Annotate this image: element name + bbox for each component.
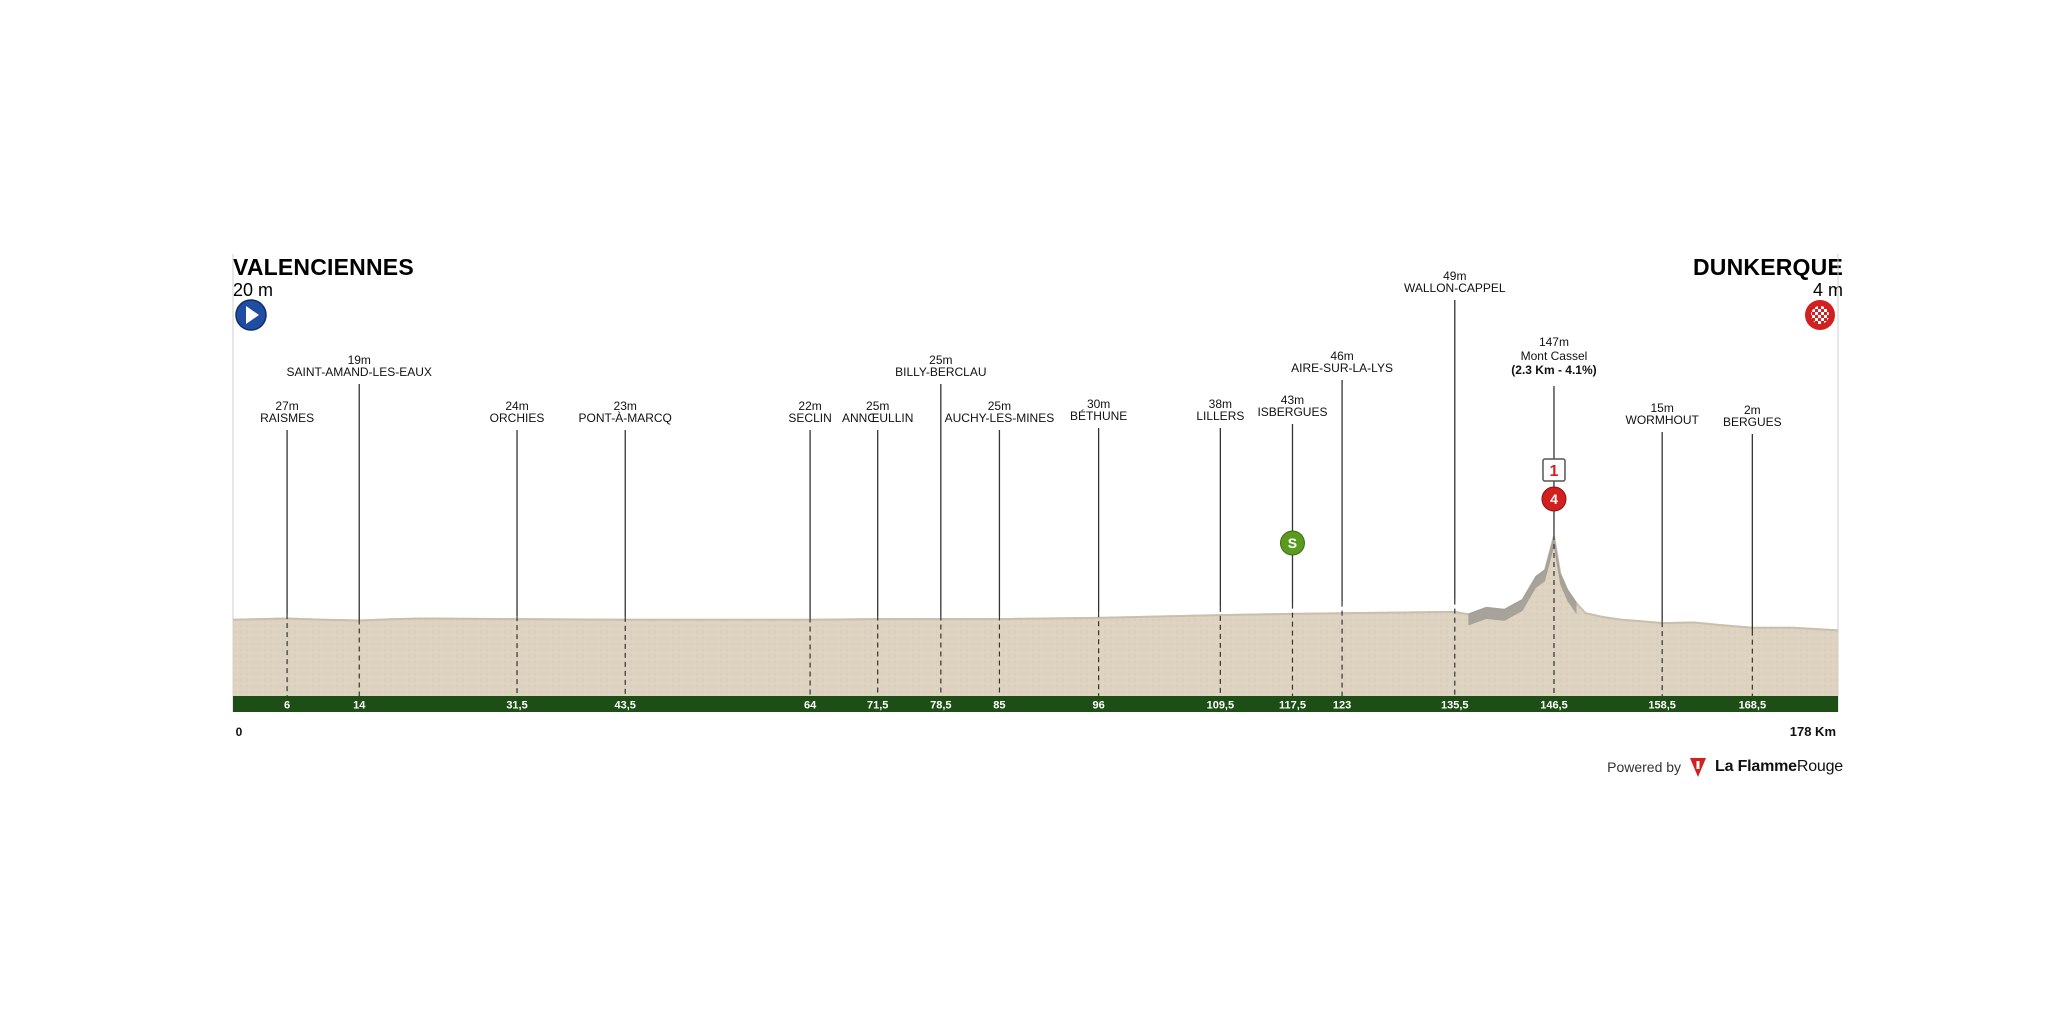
waypoint-altitude: 46m: [1330, 349, 1353, 363]
waypoint-altitude: 19m: [348, 353, 371, 367]
km-bar: [233, 696, 1838, 712]
km-tick-label: 96: [1092, 700, 1104, 712]
play-icon: [235, 299, 267, 331]
start-altitude: 20 m: [233, 280, 274, 300]
waypoint-altitude: 38m: [1209, 397, 1232, 411]
climb-shade: [1468, 534, 1577, 626]
terrain-area: [233, 534, 1838, 712]
waypoint-altitude: 25m: [929, 353, 952, 367]
waypoint-altitude: 43m: [1281, 393, 1304, 407]
waypoint-detail: (2.3 Km - 4.1%): [1511, 363, 1596, 377]
start-icon-triangle: [246, 306, 259, 324]
sprint-marker-circle: [1279, 530, 1305, 556]
axis-start-label: 0: [236, 725, 243, 739]
brand-name-light: Rouge: [1796, 758, 1843, 775]
waypoint-altitude: 25m: [988, 399, 1011, 413]
km-tick-label: 135,5: [1441, 700, 1469, 712]
waypoint-name: AUCHY-LES-MINES: [945, 411, 1055, 425]
waypoint-name: ISBERGUES: [1257, 405, 1327, 419]
km-tick-label: 158,5: [1648, 700, 1676, 712]
waypoint-name: WORMHOUT: [1626, 413, 1700, 427]
checkered-flag-icon: [1805, 300, 1835, 330]
km-tick-label: 64: [804, 700, 817, 712]
km-tick-label: 85: [993, 700, 1005, 712]
km-tick-label: 43,5: [615, 700, 636, 712]
start-city: VALENCIENNES: [233, 254, 414, 280]
waypoint-altitude: 22m: [798, 399, 821, 413]
kom-count-badge: 1: [1542, 458, 1566, 482]
waypoint-name: SAINT-AMAND-LES-EAUX: [287, 365, 432, 379]
waypoint-name: ORCHIES: [490, 411, 545, 425]
waypoint-name: AIRE-SUR-LA-LYS: [1291, 361, 1393, 375]
brand-name: La FlammeRouge: [1715, 758, 1843, 776]
waypoint-altitude: 24m: [505, 399, 528, 413]
km-tick-label: 168,5: [1739, 700, 1767, 712]
waypoint-altitude: 49m: [1443, 269, 1466, 283]
kom-marker-label: 4: [1550, 491, 1558, 507]
kom-count-label: 1: [1550, 463, 1559, 480]
finish-city: DUNKERQUE: [1692, 254, 1843, 280]
km-tick-label: 123: [1333, 700, 1351, 712]
kom-count-box: [1542, 458, 1566, 482]
powered-by-label: Powered by: [1607, 759, 1682, 775]
waypoint-altitude: 2m: [1744, 403, 1761, 417]
km-tick-label: 6: [284, 700, 290, 712]
waypoint-name: BÉTHUNE: [1070, 408, 1127, 423]
kom-marker-circle: [1541, 486, 1567, 512]
km-tick-label: 146,5: [1540, 700, 1568, 712]
waypoint-altitude: 27m: [275, 399, 298, 413]
waypoint-altitude: 25m: [866, 399, 889, 413]
km-tick-label: 14: [353, 700, 366, 712]
waypoint-altitude: 147m: [1539, 335, 1569, 349]
powered-by: Powered by La FlammeRouge: [1607, 756, 1843, 778]
km-tick-label: 117,5: [1279, 700, 1306, 712]
km-tick-label: 31,5: [506, 700, 527, 712]
waypoint-name: BERGUES: [1723, 415, 1782, 429]
waypoint-altitude: 30m: [1087, 397, 1110, 411]
waypoint-name: Mont Cassel: [1521, 349, 1588, 363]
km-tick-label: 71,5: [867, 700, 888, 712]
sprint-marker: S: [1279, 530, 1305, 556]
flamme-rouge-icon: [1690, 758, 1707, 777]
waypoint-name: ANNŒULLIN: [842, 411, 913, 425]
waypoint-name: RAISMES: [260, 411, 314, 425]
axis-end-label: 178 Km: [1790, 724, 1836, 739]
km-tick-label: 109,5: [1207, 700, 1235, 712]
finish-altitude: 4 m: [1812, 280, 1843, 300]
waypoint-name: LILLERS: [1196, 409, 1244, 423]
finish-icon-checker: [1811, 306, 1829, 324]
brand-name-bold: La Flamme: [1715, 758, 1797, 775]
kom-marker: 4: [1541, 486, 1567, 512]
sprint-marker-label: S: [1288, 535, 1297, 551]
waypoint-name: BILLY-BERCLAU: [895, 365, 986, 379]
waypoint-name: PONT-À-MARCQ: [579, 410, 672, 425]
terrain-ridge: [232, 535, 1839, 632]
waypoint-name: WALLON-CAPPEL: [1404, 281, 1506, 295]
waypoint-altitude: 15m: [1650, 401, 1673, 415]
waypoint-altitude: 23m: [614, 399, 637, 413]
km-tick-label: 78,5: [930, 700, 951, 712]
waypoint-name: SECLIN: [788, 411, 831, 425]
